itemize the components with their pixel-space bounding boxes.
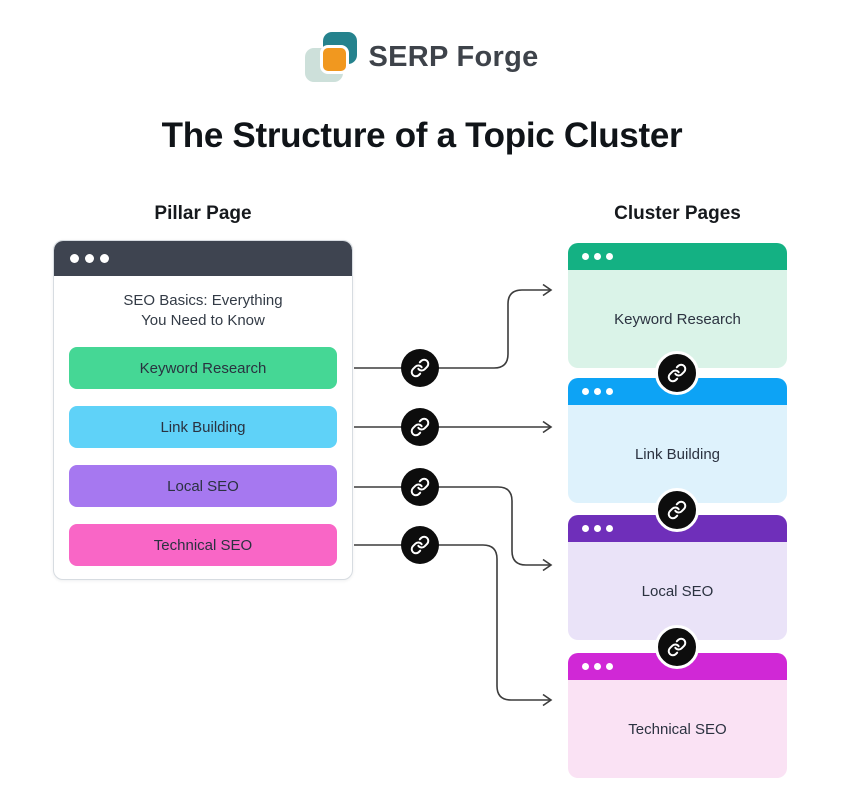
window-dot-icon <box>606 663 613 670</box>
cluster-card-label: Link Building <box>634 445 721 463</box>
window-dot-icon <box>100 254 109 263</box>
brand-logo: SERP Forge <box>0 30 844 84</box>
cluster-card-body: Local SEO <box>568 542 787 640</box>
link-icon <box>655 351 699 395</box>
window-dot-icon <box>594 388 601 395</box>
arrow-local-seo <box>354 486 553 572</box>
window-dot-icon <box>606 388 613 395</box>
link-icon <box>655 625 699 669</box>
window-dot-icon <box>594 663 601 670</box>
window-dot-icon <box>70 254 79 263</box>
link-icon <box>655 488 699 532</box>
pillar-page-window: SEO Basics: Everything You Need to Know … <box>53 240 353 580</box>
cluster-card-technical-seo: Technical SEO <box>568 653 787 778</box>
arrow-keyword-research <box>354 283 553 369</box>
window-dot-icon <box>594 525 601 532</box>
window-dot-icon <box>582 525 589 532</box>
pillar-column-label: Pillar Page <box>154 203 252 224</box>
pillar-topic-technical-seo: Technical SEO <box>69 524 337 566</box>
cluster-card-link-building: Link Building <box>568 378 787 503</box>
cluster-card-keyword-research: Keyword Research <box>568 243 787 368</box>
window-dot-icon <box>582 388 589 395</box>
window-dot-icon <box>594 253 601 260</box>
link-icon <box>401 349 439 387</box>
cluster-card-label: Technical SEO <box>628 720 727 738</box>
cluster-card-label: Local SEO <box>641 582 714 600</box>
arrow-technical-seo <box>354 544 553 707</box>
pillar-heading-line2: You Need to Know <box>141 312 265 330</box>
cluster-card-local-seo: Local SEO <box>568 515 787 640</box>
pillar-page-heading: SEO Basics: Everything You Need to Know <box>54 291 352 332</box>
logo-orange-square <box>320 45 350 74</box>
cluster-card-body: Link Building <box>568 405 787 503</box>
serp-forge-logo-icon <box>305 32 358 82</box>
pillar-topic-local-seo: Local SEO <box>69 465 337 507</box>
window-dot-icon <box>606 253 613 260</box>
link-icon <box>401 408 439 446</box>
window-dot-icon <box>85 254 94 263</box>
window-dot-icon <box>606 525 613 532</box>
cluster-column-label: Cluster Pages <box>614 203 741 224</box>
cluster-card-body: Technical SEO <box>568 680 787 778</box>
brand-name: SERP Forge <box>368 40 539 73</box>
cluster-card-label: Keyword Research <box>614 310 741 328</box>
page-title: The Structure of a Topic Cluster <box>161 116 683 155</box>
browser-titlebar <box>54 241 352 276</box>
pillar-topic-keyword-research: Keyword Research <box>69 347 337 389</box>
link-icon <box>401 526 439 564</box>
window-dot-icon <box>582 253 589 260</box>
link-icon <box>401 468 439 506</box>
browser-titlebar <box>568 243 787 270</box>
window-dot-icon <box>582 663 589 670</box>
pillar-topic-link-building: Link Building <box>69 406 337 448</box>
pillar-heading-line1: SEO Basics: Everything <box>123 292 283 309</box>
